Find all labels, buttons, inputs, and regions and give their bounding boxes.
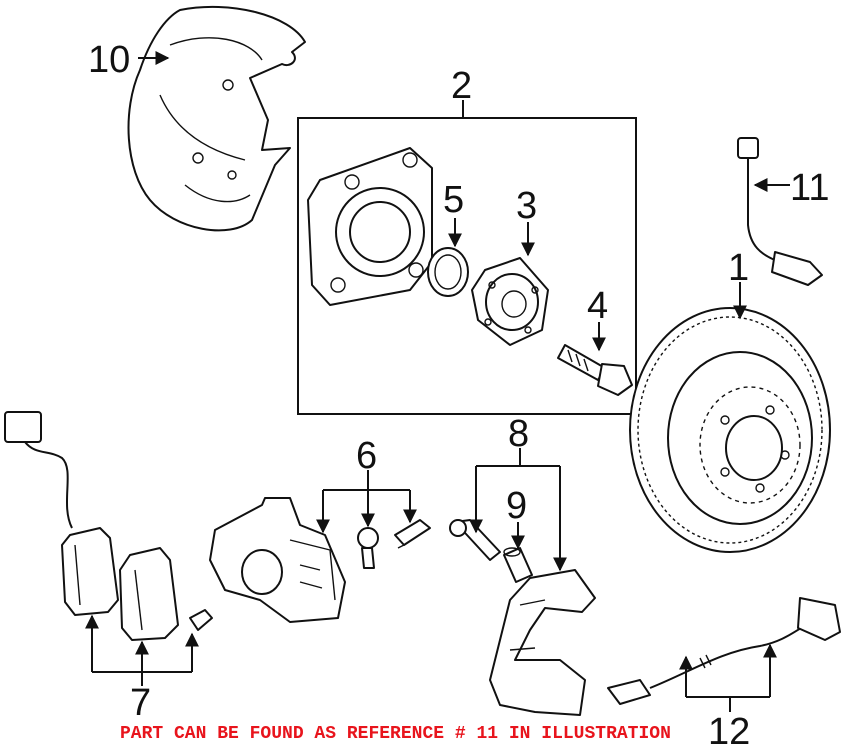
callout-6: 6 xyxy=(356,435,377,477)
callout-4: 4 xyxy=(587,285,608,327)
pad-wear-sensor xyxy=(4,411,73,529)
callout-11: 11 xyxy=(790,167,829,209)
brake-rotor xyxy=(629,307,831,553)
caliper-bracket xyxy=(489,569,596,716)
callout-2: 2 xyxy=(451,65,472,107)
dust-shield xyxy=(127,5,306,232)
wheel-hub xyxy=(471,257,549,346)
wear-sensor-wire xyxy=(737,137,823,286)
callout-10: 10 xyxy=(88,39,130,81)
caliper-guide-pin xyxy=(357,519,431,569)
seal-ring xyxy=(427,247,469,297)
callout-12: 12 xyxy=(708,711,750,749)
callout-7: 7 xyxy=(130,682,151,724)
reference-note: PART CAN BE FOUND AS REFERENCE # 11 IN I… xyxy=(120,724,671,744)
callout-9: 9 xyxy=(506,485,527,527)
leader-lines xyxy=(85,51,790,712)
guide-bushing xyxy=(503,547,533,583)
brake-pads xyxy=(61,527,213,641)
callout-5: 5 xyxy=(443,179,464,221)
abs-sensor xyxy=(607,597,841,705)
callout-3: 3 xyxy=(516,185,537,227)
callout-8: 8 xyxy=(508,413,529,455)
callout-1: 1 xyxy=(728,247,749,289)
hub-bolt xyxy=(557,344,633,396)
hub-kit-box xyxy=(297,117,637,415)
guide-bolt xyxy=(449,519,501,561)
brake-caliper xyxy=(209,497,346,623)
bearing-housing xyxy=(307,147,433,306)
